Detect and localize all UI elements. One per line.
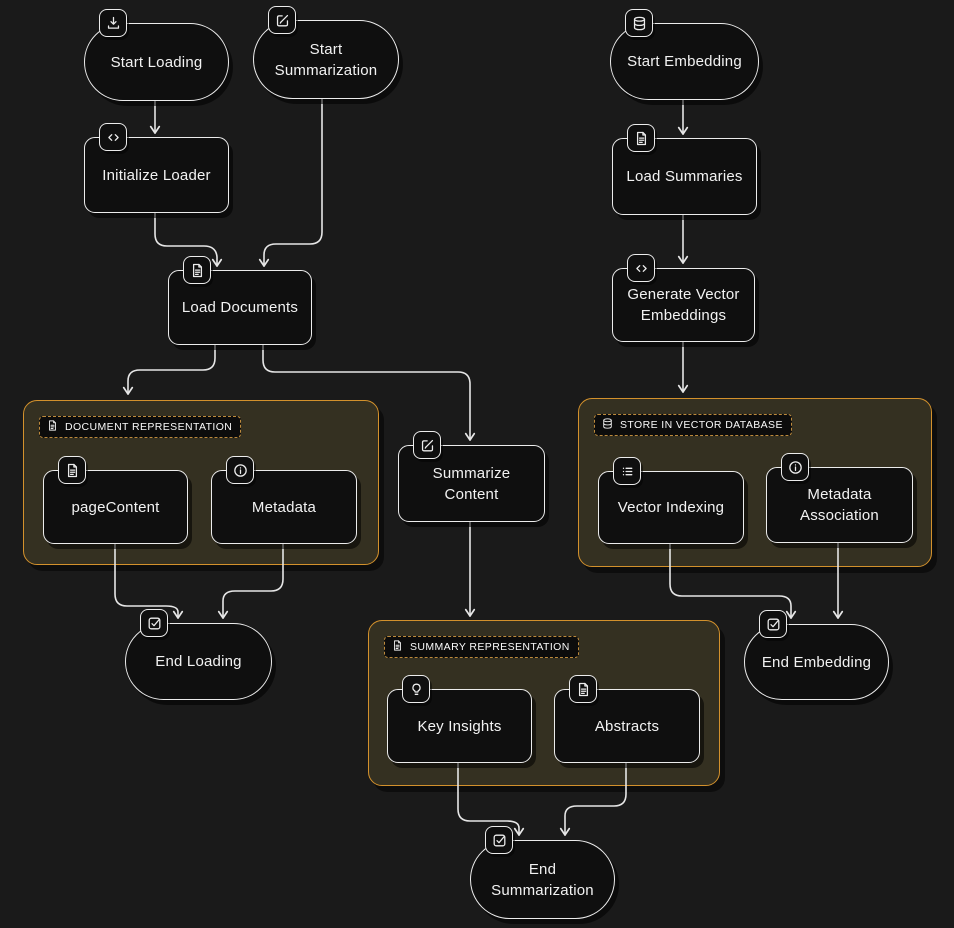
code-icon [627,254,655,282]
node-metadata[interactable]: Metadata [211,456,357,544]
document-icon [58,456,86,484]
node-label: Vector Indexing [617,499,725,516]
container-badge: SUMMARY REPRESENTATION [384,636,579,658]
node-abstracts[interactable]: Abstracts [554,675,700,763]
check-square-icon [140,609,168,637]
container-badge: DOCUMENT REPRESENTATION [39,416,242,438]
node-end-summarization[interactable]: End Summarization [470,826,615,919]
code-icon [99,123,127,151]
node-start-summarization[interactable]: Start Summarization [253,6,399,99]
node-label: Metadata Association [800,486,879,524]
node-label: pageContent [71,498,160,516]
node-summarize-content[interactable]: Summarize Content [398,431,545,522]
node-label: End Summarization [491,860,594,899]
download-icon [99,9,127,37]
node-label: Summarize Content [432,464,511,503]
node-label: Start Loading [110,53,203,71]
node-label: Load Documents [181,299,299,316]
node-label: End Embedding [761,653,872,671]
document-icon [569,675,597,703]
node-start-loading[interactable]: Start Loading [84,9,229,101]
node-label: Load Summaries [626,168,743,185]
document-icon [183,256,211,284]
info-icon [781,453,809,481]
lightbulb-icon [402,675,430,703]
database-icon [625,9,653,37]
edit-icon [413,431,441,459]
node-label: Key Insights [417,717,502,735]
node-load-documents[interactable]: Load Documents [168,256,312,345]
container-label: SUMMARY REPRESENTATION [410,641,570,653]
node-start-embedding[interactable]: Start Embedding [610,9,759,100]
container-badge: STORE IN VECTOR DATABASE [594,414,792,436]
document-icon [391,639,404,655]
node-label: End Loading [155,653,242,670]
node-label: Metadata [251,498,317,516]
node-key-insights[interactable]: Key Insights [387,675,532,763]
node-label: Start Embedding [627,53,742,70]
container-label: STORE IN VECTOR DATABASE [620,419,783,431]
document-icon [46,419,59,435]
node-label: Abstracts [594,717,660,735]
edit-icon [268,6,296,34]
node-vector-indexing[interactable]: Vector Indexing [598,457,744,544]
document-icon [627,124,655,152]
info-icon [226,456,254,484]
node-initialize-loader[interactable]: Initialize Loader [84,123,229,213]
container-label: DOCUMENT REPRESENTATION [65,421,233,433]
check-square-icon [759,610,787,638]
node-label: Initialize Loader [102,166,211,184]
node-label: Generate Vector Embeddings [627,286,740,324]
list-icon [613,457,641,485]
check-square-icon [485,826,513,854]
node-end-embedding[interactable]: End Embedding [744,610,889,700]
node-load-summaries[interactable]: Load Summaries [612,124,757,215]
node-page-content[interactable]: pageContent [43,456,188,544]
database-icon [601,417,614,433]
node-end-loading[interactable]: End Loading [125,609,272,700]
node-label: Start Summarization [274,40,378,79]
node-metadata-association[interactable]: Metadata Association [766,453,913,543]
node-generate-vector-embeddings[interactable]: Generate Vector Embeddings [612,254,755,342]
edge-start-summarization-to-load-documents [258,97,323,267]
edge-load-documents-to-document-representation [122,342,216,395]
